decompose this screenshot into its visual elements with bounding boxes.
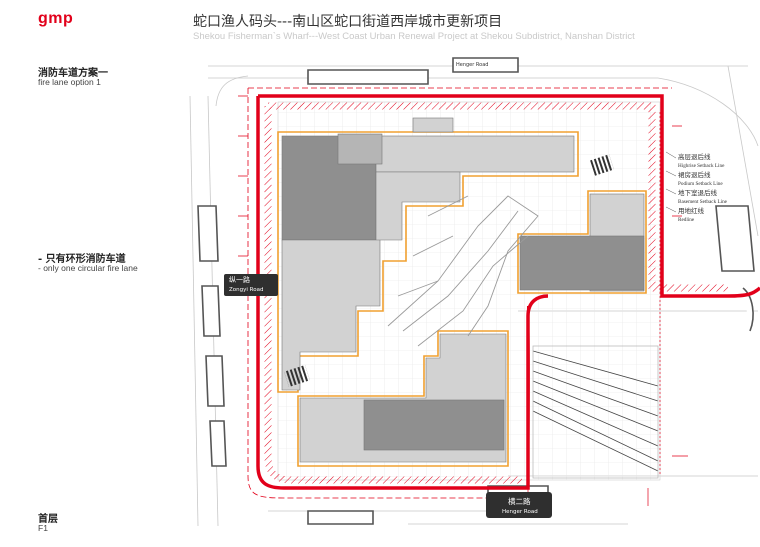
podium-w <box>281 171 461 391</box>
svg-text:地下室退后线: 地下室退后线 <box>678 188 718 197</box>
road-tag-zongyi: 纵一路 Zongyi Road <box>224 274 278 296</box>
option-title-en: fire lane option 1 <box>38 77 101 87</box>
svg-text:高层退后线: 高层退后线 <box>678 152 711 161</box>
note-en: - only one circular fire lane <box>38 263 138 273</box>
crosswalk-w <box>284 364 310 388</box>
crosswalk-ne <box>590 154 614 176</box>
fire-lane-loop <box>247 87 760 499</box>
zongyi-road-cn: 纵一路 <box>229 275 250 284</box>
top-road-label: Henger Road <box>456 62 488 68</box>
floor-label-en: F1 <box>38 523 48 533</box>
ramp-stripes <box>532 345 659 479</box>
henger-road-en: Henger Road <box>502 509 538 515</box>
svg-text:用地红线: 用地红线 <box>678 206 705 215</box>
svg-text:Redline: Redline <box>678 217 695 223</box>
page-title-en: Shekou Fisherman`s Wharf---West Coast Ur… <box>193 31 635 42</box>
context-blocks <box>197 57 755 525</box>
note-cn: - 只有环形消防车道 <box>38 254 126 265</box>
podium-nw <box>375 135 575 173</box>
page-title-cn: 蛇口渔人码头---南山区蛇口街道西岸城市更新项目 <box>193 14 503 30</box>
site-plan: 纵一路 Zongyi Road 横二路 Henger Road Henger R… <box>189 57 760 527</box>
tower-e <box>519 235 645 291</box>
svg-text:Highrise Setback Line: Highrise Setback Line <box>678 163 725 169</box>
svg-text:Basement Setback Line: Basement Setback Line <box>678 199 728 205</box>
floor-label-cn: 首层 <box>38 514 58 525</box>
henger-road-cn: 横二路 <box>508 496 531 506</box>
setback-legend: 高层退后线 Highrise Setback Line 裙房退后线 Podium… <box>665 151 728 223</box>
zongyi-road-en: Zongyi Road <box>229 287 263 293</box>
svg-text:Podium Setback Line: Podium Setback Line <box>678 181 723 187</box>
road-tag-henger: 横二路 Henger Road <box>486 492 552 518</box>
svg-text:裙房退后线: 裙房退后线 <box>678 170 711 179</box>
gmp-logo: gmp <box>38 10 74 27</box>
option-title-cn: 消防车道方案一 <box>38 68 108 79</box>
buildings <box>281 117 645 463</box>
tower-s <box>363 399 505 451</box>
plaza-paths <box>387 195 539 347</box>
